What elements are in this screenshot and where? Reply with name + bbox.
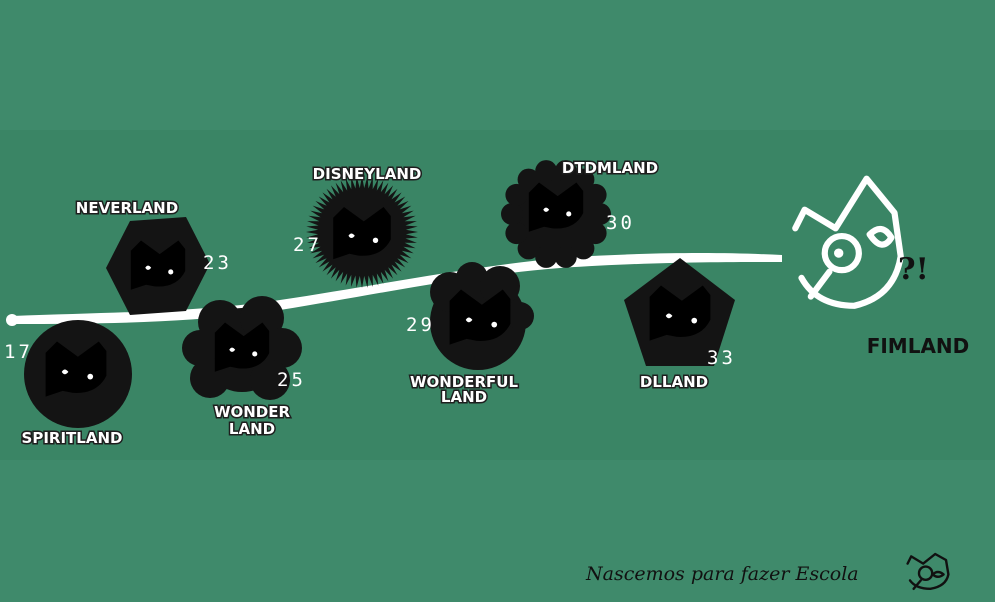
land-spiritland: SPIRITLAND 17 — [4, 320, 132, 449]
land-number-spiritland: 17 — [4, 341, 33, 363]
scallop-lobe — [554, 160, 577, 183]
scallop-lobe — [554, 245, 577, 268]
path-start-cap — [6, 314, 18, 326]
land-dtdmland: DTDMLAND 30 — [501, 158, 660, 268]
land-label-wonder-line2: LAND — [229, 420, 275, 438]
scallop-lobe — [505, 222, 528, 245]
scallop-lobe — [584, 183, 607, 206]
land-number-wonder-land: 25 — [277, 369, 306, 391]
land-number-dlland: 33 — [707, 347, 736, 369]
land-neverland: NEVERLAND 23 — [74, 198, 232, 315]
land-wonderful-land: WONDERFUL LAND 29 — [406, 262, 534, 408]
final-label: FIMLAND — [867, 334, 970, 358]
land-dlland: DLLAND 33 — [624, 258, 736, 393]
scallop-lobe — [501, 203, 523, 225]
scallop-lobe — [572, 237, 595, 260]
land-label-wonderful-line1: WONDERFUL — [410, 373, 519, 391]
land-label-wonder-line1: WONDER — [214, 403, 291, 421]
land-label-disneyland: DISNEYLAND — [313, 165, 422, 183]
land-number-wonderful-land: 29 — [406, 314, 435, 336]
scallop-lobe — [517, 237, 540, 260]
scallop-lobe — [584, 222, 607, 245]
final-marks: ?! — [898, 252, 929, 287]
land-disneyland: DISNEYLAND 27 — [293, 164, 423, 288]
land-label-dtdmland: DTDMLAND — [562, 159, 658, 177]
land-number-disneyland: 27 — [293, 234, 322, 256]
scallop-lobe — [535, 160, 558, 183]
land-label-spiritland: SPIRITLAND — [22, 429, 123, 447]
land-label-neverland: NEVERLAND — [76, 199, 178, 217]
scallop-lobe — [589, 203, 611, 225]
land-label-dlland: DLLAND — [640, 373, 708, 391]
footer-slogan: Nascemos para fazer Escola — [585, 563, 859, 585]
land-number-neverland: 23 — [203, 252, 232, 274]
scallop-lobe — [517, 168, 540, 191]
footer-logo-icon — [906, 552, 950, 591]
land-label-wonderful-line2: LAND — [441, 388, 487, 406]
scallop-lobe — [535, 245, 558, 268]
land-number-dtdmland: 30 — [606, 212, 635, 234]
scallop-lobe — [505, 183, 528, 206]
final-destination: ?! FIMLAND — [792, 175, 970, 358]
journey-path — [12, 253, 782, 324]
fimland-mascot-icon — [792, 175, 904, 309]
footer: Nascemos para fazer Escola — [585, 552, 950, 591]
land-wonder-land: WONDER LAND 25 — [182, 296, 306, 440]
